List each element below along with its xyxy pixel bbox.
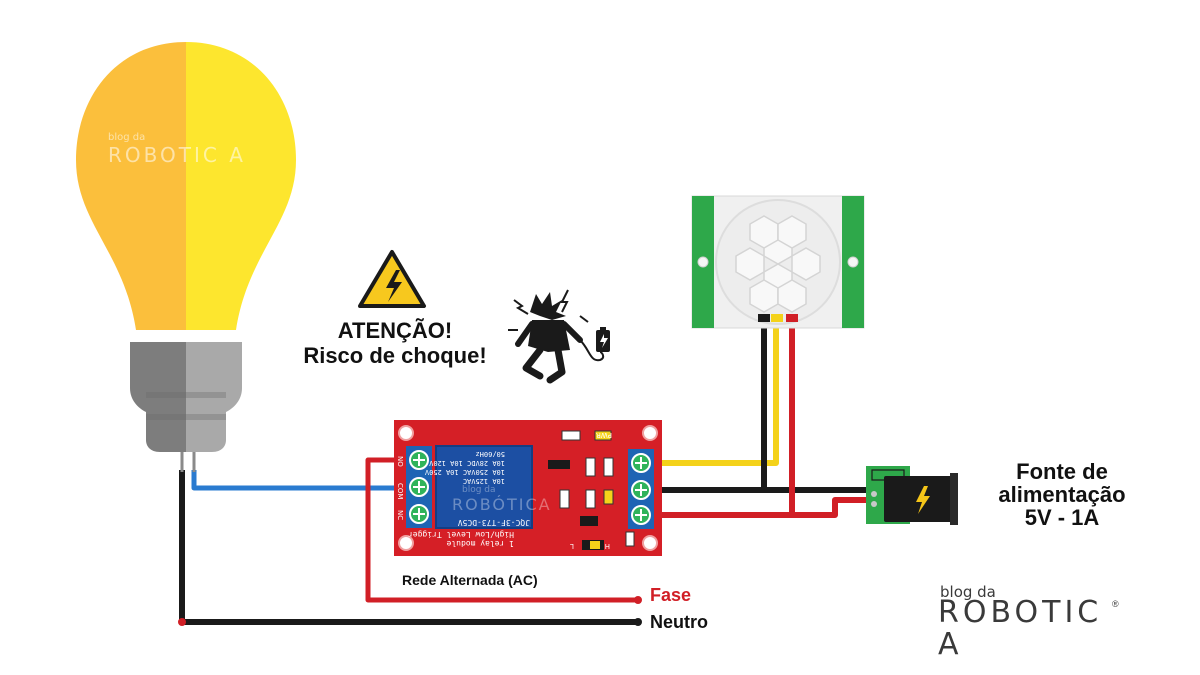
jack-pad-2 xyxy=(871,501,877,507)
relay-hole-bl xyxy=(398,535,414,551)
bulb-base-ridge-2 xyxy=(146,414,226,420)
person-arm-right xyxy=(561,321,583,343)
relay-rating-freq: 50/60Hz xyxy=(475,450,505,458)
trigger-led xyxy=(603,489,614,505)
shock-warning-line1: ATENÇÃO! xyxy=(337,318,453,343)
relay-hole-br xyxy=(642,535,658,551)
phase-wire-end xyxy=(634,596,642,604)
shock-cable xyxy=(579,339,605,362)
logo-registered-mark: ® xyxy=(1112,599,1119,609)
pwr-label: PWR xyxy=(596,431,612,439)
pir-pin-gnd xyxy=(758,314,770,322)
battery-bolt xyxy=(600,334,608,348)
person-leg-left xyxy=(522,346,544,380)
light-bulb-icon: blog da ROBOTIC A xyxy=(76,42,296,472)
relay-rating-1: 10A 28VDC 10A 120V xyxy=(428,459,505,467)
shock-bolt-1 xyxy=(560,289,569,313)
electric-shock-person-icon xyxy=(508,289,610,384)
relay-body xyxy=(435,445,533,529)
bulb-base-right xyxy=(186,342,242,452)
power-supply-line2: alimentação xyxy=(998,482,1126,507)
smd-resistor-2 xyxy=(585,457,596,477)
ac-mains-label: Rede Alternada (AC) xyxy=(402,572,538,588)
dc-terminal-screws xyxy=(631,453,651,525)
shock-flash xyxy=(530,292,566,320)
high-voltage-warning-icon xyxy=(358,250,426,308)
signal-yellow-wire xyxy=(642,318,779,466)
phase-wire xyxy=(365,457,638,603)
neutral-wire-end xyxy=(634,618,642,626)
battery-cap xyxy=(600,327,606,331)
pir-hole-left xyxy=(697,256,709,268)
bulb-base-ridge xyxy=(146,392,226,398)
optocoupler xyxy=(580,516,598,526)
smd-resistor-1 xyxy=(561,430,581,441)
power-supply-line1: Fonte de xyxy=(1016,459,1108,484)
smd-resistor-6 xyxy=(625,531,635,547)
relay-watermark-small: blog da xyxy=(462,485,496,495)
relay-hole-tr xyxy=(642,425,658,441)
trigger-jumper-cap xyxy=(590,541,600,549)
logo-big-text: ROBOTIC A xyxy=(938,595,1103,662)
person-leg-right xyxy=(546,346,566,384)
bulb-base-left xyxy=(130,342,186,452)
jack-rim xyxy=(950,473,958,525)
person-torso xyxy=(528,320,570,352)
warning-bolt xyxy=(386,270,402,302)
wires xyxy=(178,318,870,626)
relay-body-text: 50/60Hz 10A 28VDC 10A 120V 10A 250VAC 10… xyxy=(424,450,530,527)
pir-pin-vcc xyxy=(786,314,798,322)
shock-warning-label: ATENÇÃO! Risco de choque! xyxy=(290,318,500,368)
shock-bolt-2 xyxy=(513,299,529,315)
power-supply-line3: 5V - 1A xyxy=(1024,505,1100,530)
load-blue-wire xyxy=(191,470,418,491)
jumper-label-l: L xyxy=(570,542,574,550)
jack-pad-1 xyxy=(871,491,877,497)
pir-pin-out xyxy=(771,314,783,322)
bulb-glass-left xyxy=(76,42,186,330)
relay-hole-tl xyxy=(398,425,414,441)
smd-transistor xyxy=(548,460,570,469)
smd-resistor-4 xyxy=(559,489,570,509)
shock-bolt-3 xyxy=(579,315,589,323)
blog-da-robotica-logo: blog da ROBOTIC A ® xyxy=(938,583,1128,661)
vcc-red-wire-main xyxy=(642,497,870,518)
jumper-label-h: H xyxy=(605,542,610,550)
relay-rating-3: 10A 125VAC xyxy=(463,477,505,485)
relay-model-text: JQC-3F-T73-DC5V xyxy=(458,518,530,527)
neutral-label: Neutro xyxy=(650,612,708,632)
relay-pin-com-label: COM xyxy=(396,483,404,499)
ac-terminal-screws xyxy=(409,450,429,524)
ac-pin-labels: NO COM NC xyxy=(396,456,404,520)
relay-module-icon: NO COM NC 50/60Hz 10A 28VDC 10A 120V 10A… xyxy=(394,420,662,556)
smd-resistor-5 xyxy=(585,489,596,509)
phase-label: Fase xyxy=(650,585,692,605)
smd-resistor-3 xyxy=(603,457,614,477)
relay-title-2: High/Low Level Trigger xyxy=(408,530,514,539)
relay-title-1: 1 relay module xyxy=(446,539,514,548)
relay-rating-2: 10A 250VAC 10A 250V xyxy=(424,468,505,476)
bulb-glass-right xyxy=(186,42,296,330)
pir-fresnel-lens xyxy=(735,215,821,313)
shock-warning-line2: Risco de choque! xyxy=(303,343,487,368)
pir-hole-right xyxy=(847,256,859,268)
bulb-watermark-big: ROBOTIC A xyxy=(108,143,246,167)
bulb-watermark-small: blog da xyxy=(108,132,145,143)
pir-sensor-icon xyxy=(691,195,865,329)
jack-bolt xyxy=(916,486,930,514)
relay-pin-no-label: NO xyxy=(396,456,404,467)
dc-power-jack-icon xyxy=(866,466,958,525)
power-supply-label: Fonte de alimentação 5V - 1A xyxy=(972,460,1152,529)
person-arm-left xyxy=(515,321,535,347)
relay-pin-nc-label: NC xyxy=(396,510,404,520)
pwr-led xyxy=(594,430,612,441)
neutral-wire-joint xyxy=(178,618,186,626)
logo-small-text: blog da xyxy=(940,583,996,601)
relay-watermark-big: ROBÓTICA xyxy=(452,495,552,514)
